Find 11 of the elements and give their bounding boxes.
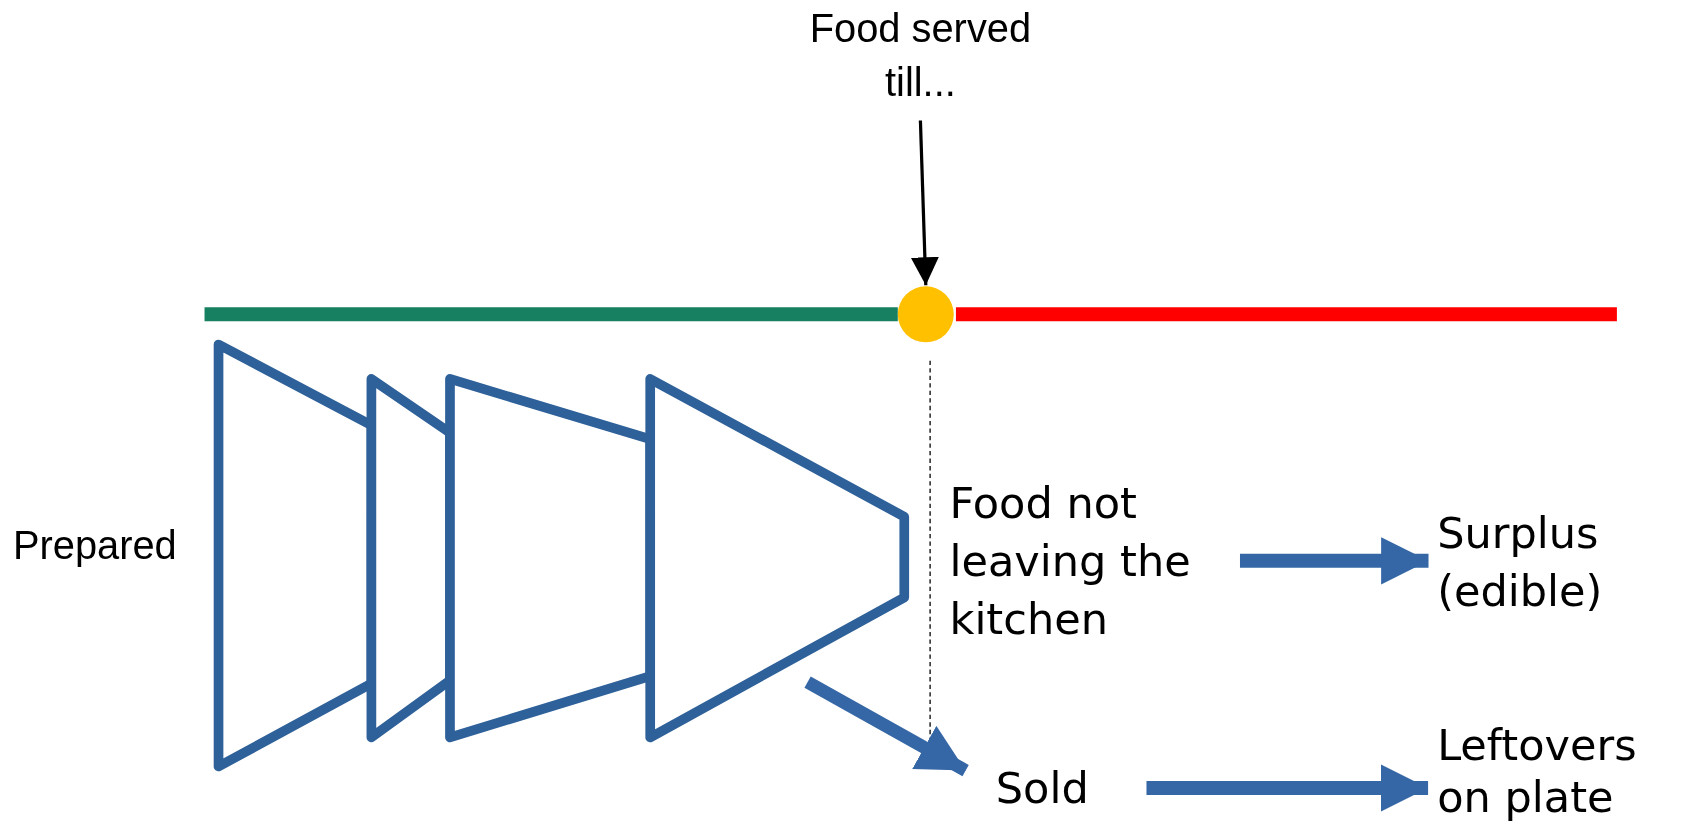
category-label: Sold [995,758,1104,818]
stage-label: Prepared [12,522,177,570]
category-label: Leftovers on plate [1437,719,1664,823]
arrow [1146,764,1429,812]
time-marker-dot [896,285,955,344]
arrow [804,676,969,777]
category-label: Surplus (edible) [1437,503,1653,621]
caption-text: Food served till... [775,2,1066,110]
category-label: Food not leaving the kitchen [949,473,1232,649]
arrow [1240,537,1429,585]
arrow [910,120,939,286]
